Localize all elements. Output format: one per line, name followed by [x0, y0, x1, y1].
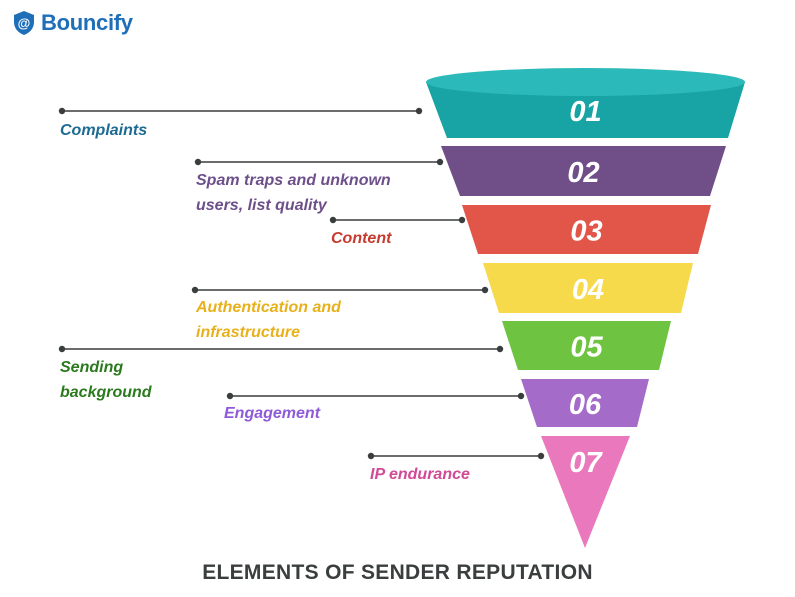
- shield-at-icon: @: [14, 11, 34, 35]
- stage-label-line: Spam traps and unknown: [196, 172, 391, 189]
- callout-dot-start-6: [226, 392, 234, 400]
- funnel-stage-07: 07: [367, 436, 630, 548]
- funnel-stage-02: 02: [194, 146, 726, 196]
- funnel-band-5: [502, 321, 671, 370]
- callout-dot-end-4: [481, 286, 489, 294]
- stage-label-3: Content: [331, 226, 391, 251]
- stage-label-line: Complaints: [60, 122, 148, 139]
- callout-dot-end-5: [496, 345, 504, 353]
- callout-dot-start-1: [58, 107, 66, 115]
- callout-dot-start-3: [329, 216, 337, 224]
- callout-dot-start-2: [194, 158, 202, 166]
- brand-logo: @ Bouncify: [12, 10, 133, 36]
- stage-label-4: Authentication and infrastructure: [196, 295, 341, 345]
- callout-dot-start-7: [367, 452, 375, 460]
- stage-label-5: Sending background: [60, 355, 152, 405]
- funnel-stage-03: 03: [329, 205, 711, 254]
- funnel-rim: [426, 68, 745, 96]
- stage-label-line: Engagement: [224, 405, 321, 422]
- stage-label-line: Sending: [60, 359, 124, 376]
- brand-name: Bouncify: [41, 10, 133, 35]
- stage-number-7: 07: [569, 447, 603, 479]
- stage-label-line: IP endurance: [370, 466, 470, 483]
- funnel-band-6: [521, 379, 649, 427]
- funnel-band-1: [426, 82, 745, 138]
- stage-label-line: infrastructure: [196, 324, 301, 341]
- callout-dot-start-5: [58, 345, 66, 353]
- callout-dot-end-6: [517, 392, 525, 400]
- funnel-stage-01: 01: [58, 68, 745, 138]
- funnel-band-2: [441, 146, 726, 196]
- stage-label-line: background: [60, 384, 152, 401]
- callout-dot-end-1: [415, 107, 423, 115]
- stage-number-3: 03: [570, 216, 602, 248]
- stage-number-4: 04: [572, 274, 604, 306]
- callout-dot-end-7: [537, 452, 545, 460]
- stage-number-1: 01: [569, 96, 601, 128]
- stage-number-5: 05: [570, 332, 603, 364]
- stage-label-1: Complaints: [60, 118, 147, 143]
- stage-label-2: Spam traps and unknown users, list qualit…: [196, 168, 391, 218]
- callout-dot-start-4: [191, 286, 199, 294]
- svg-text:@: @: [18, 16, 31, 31]
- funnel-band-7: [541, 436, 630, 548]
- funnel-band-4: [483, 263, 693, 313]
- stage-label-6: Engagement: [224, 401, 320, 426]
- funnel-stage-06: 06: [226, 379, 649, 427]
- stage-label-7: IP endurance: [370, 462, 470, 487]
- stage-number-2: 02: [567, 157, 599, 189]
- stage-label-line: Authentication and: [196, 299, 341, 316]
- callout-dot-end-2: [436, 158, 444, 166]
- stage-label-line: users, list quality: [196, 197, 327, 214]
- funnel-band-3: [462, 205, 711, 254]
- page-title: ELEMENTS OF SENDER REPUTATION: [202, 561, 593, 584]
- stage-number-6: 06: [569, 389, 602, 421]
- funnel-stage-05: 05: [58, 321, 671, 370]
- stage-label-line: Content: [331, 230, 392, 247]
- funnel-stage-04: 04: [191, 263, 693, 313]
- callout-dot-end-3: [458, 216, 466, 224]
